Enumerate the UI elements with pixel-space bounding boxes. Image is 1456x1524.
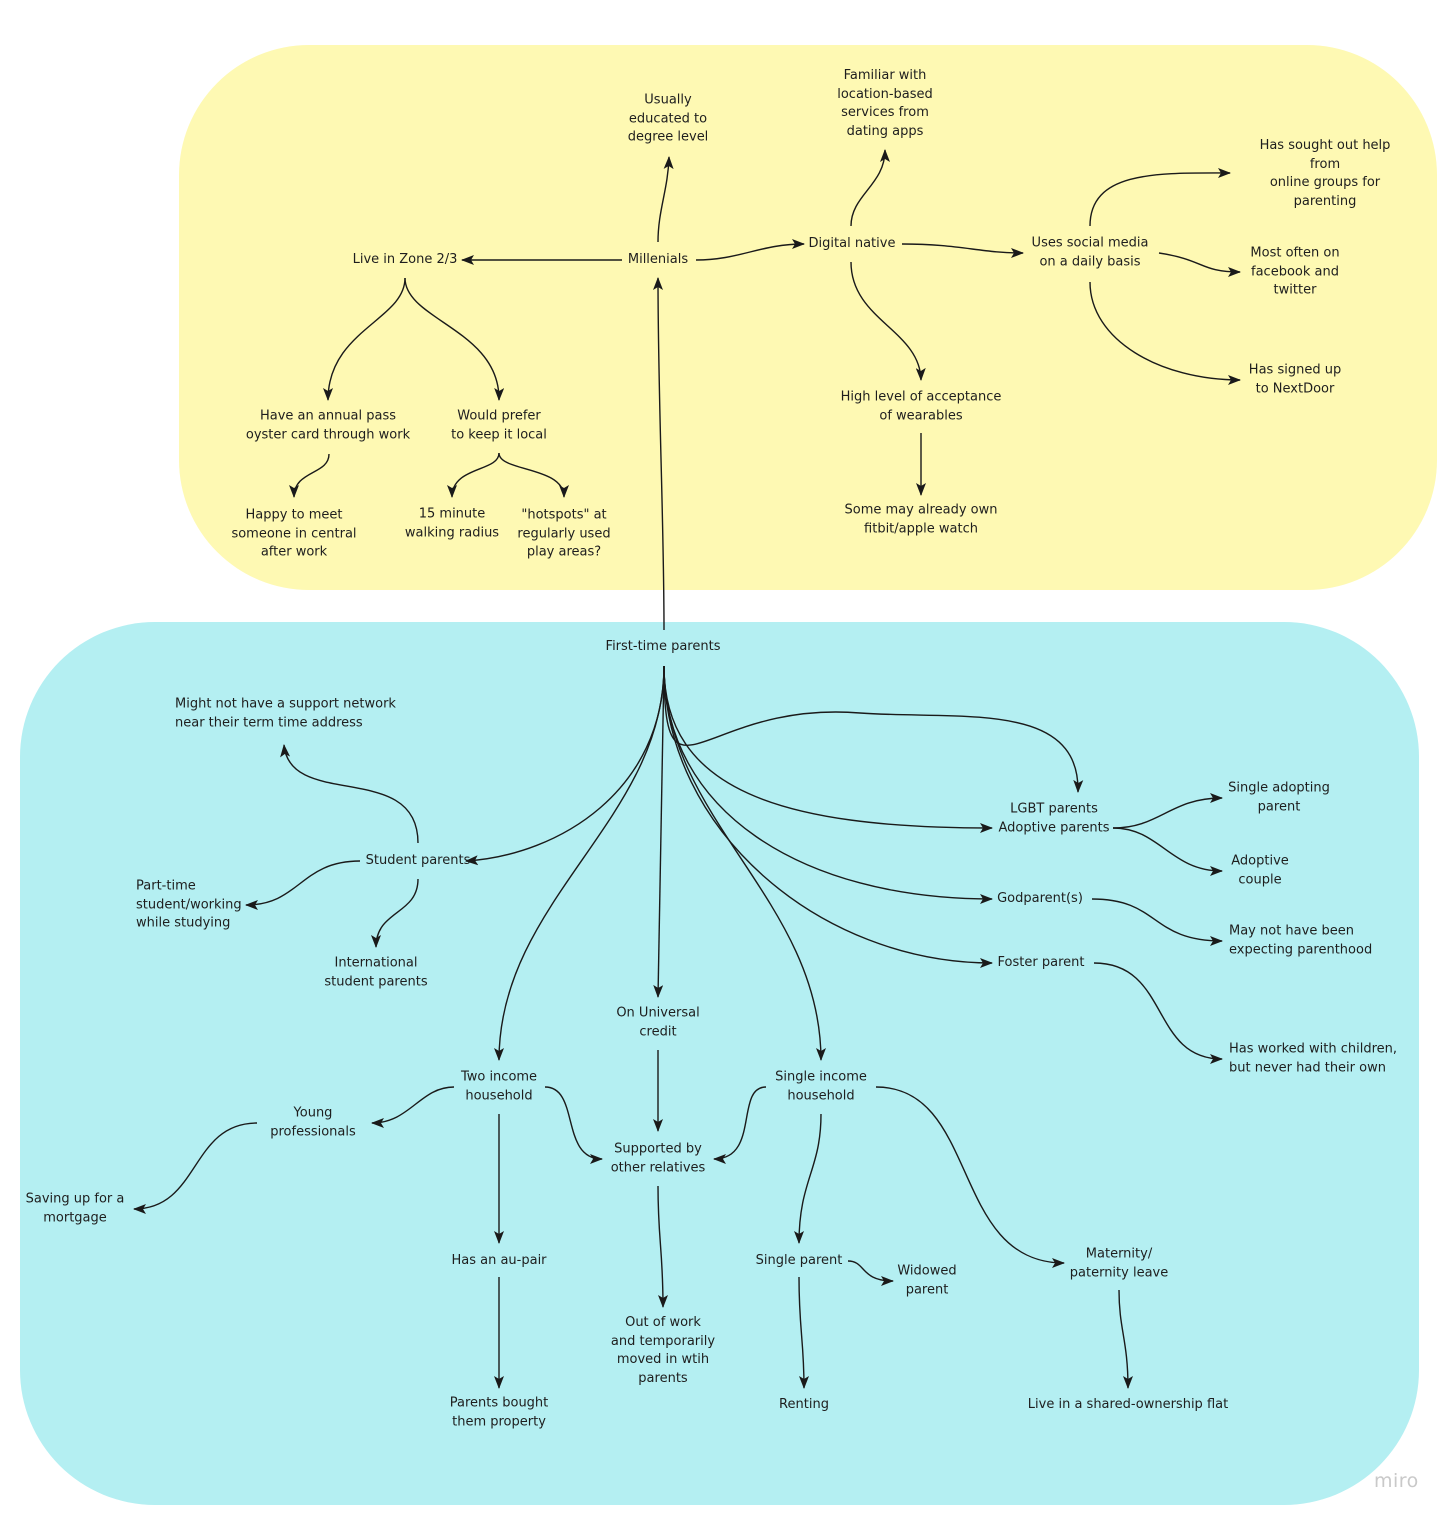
node-hotspots[interactable]: "hotspots" at regularly used play areas? [517,507,611,560]
node-live-zone[interactable]: Live in Zone 2/3 [352,251,458,267]
edge-foster-to-worked-children [1093,962,1223,1064]
node-wearables[interactable]: High level of acceptance of wearables [840,389,1002,424]
node-not-expecting[interactable]: May not have been expecting parenthood [1229,923,1373,958]
edge-millenials-to-digital-native [695,239,805,261]
node-oyster[interactable]: Have an annual pass oyster card through … [245,408,411,443]
node-social-media[interactable]: Uses social media on a daily basis [1031,235,1149,270]
node-single-adopting[interactable]: Single adopting parent [1228,780,1330,815]
edge-godparents-to-not-expecting [1091,898,1223,946]
edge-student-parents-to-international [371,878,419,948]
edge-first-time-parents-to-universal-credit [653,665,665,998]
edge-first-time-parents-to-godparents [663,665,993,904]
node-international[interactable]: International student parents [324,955,428,990]
node-student-parents[interactable]: Student parents [365,852,471,868]
node-out-of-work[interactable]: Out of work and temporarily moved in wti… [610,1315,716,1386]
edge-supported-to-out-of-work [657,1185,668,1308]
miro-watermark: miro [1374,1470,1419,1492]
edge-single-parent-to-widowed [847,1260,894,1286]
node-part-time[interactable]: Part-time student/working while studying [136,878,242,931]
edge-single-income-to-maternity [875,1086,1065,1268]
edge-first-time-parents-to-lgbt [663,665,1084,793]
edge-maternity-to-shared-ownership [1118,1289,1133,1389]
edge-student-parents-to-support-network [280,744,419,844]
node-young-professionals[interactable]: Young professionals [270,1105,356,1140]
node-fitbit[interactable]: Some may already own fitbit/apple watch [844,502,998,537]
node-millenials[interactable]: Millenials [627,251,689,267]
edge-first-time-parents-to-student-parents [465,665,665,866]
node-mortgage[interactable]: Saving up for a mortgage [25,1191,125,1226]
edge-first-time-parents-to-adoptive [663,665,993,833]
node-walking-radius[interactable]: 15 minute walking radius [404,506,500,541]
millenials-zone [179,45,1437,590]
node-godparents[interactable]: Godparent(s) [997,890,1083,906]
node-familiar-location[interactable]: Familiar with location-based services fr… [837,68,933,139]
node-sought-help[interactable]: Has sought out help from online groups f… [1259,138,1391,209]
edge-oyster-to-meet-central [289,453,330,498]
edge-single-income-to-single-parent [794,1113,822,1244]
node-nextdoor[interactable]: Has signed up to NextDoor [1248,362,1342,397]
edge-social-media-to-facebook [1158,252,1241,277]
node-digital-native[interactable]: Digital native [808,235,896,251]
edge-keep-local-to-walking-radius [447,452,500,498]
edge-live-zone-to-oyster [323,277,406,401]
edge-first-time-parents-to-single-income [663,665,826,1061]
edge-adoptive-to-adoptive-couple [1112,827,1223,876]
node-foster[interactable]: Foster parent [997,954,1085,970]
edge-first-time-parents-to-foster [663,665,993,968]
node-single-parent[interactable]: Single parent [755,1252,843,1268]
node-support-network[interactable]: Might not have a support network near th… [175,696,396,731]
edge-single-parent-to-renting [798,1276,809,1389]
node-widowed[interactable]: Widowed parent [897,1263,957,1298]
edge-millenials-to-educated [657,156,674,243]
node-meet-central[interactable]: Happy to meet someone in central after w… [231,507,357,560]
node-renting[interactable]: Renting [779,1396,829,1412]
edge-digital-native-to-social-media [901,243,1024,258]
edge-single-income-to-supported [713,1086,767,1164]
edge-adoptive-to-single-adopting [1112,793,1223,829]
node-property[interactable]: Parents bought them property [449,1395,549,1430]
edge-social-media-to-sought-help [1089,167,1231,227]
edge-live-zone-to-keep-local [404,277,505,401]
node-lgbt-adoptive[interactable]: LGBT parents Adoptive parents [998,801,1110,836]
node-worked-children[interactable]: Has worked with children, but never had … [1229,1041,1398,1076]
edge-two-income-to-supported [544,1086,603,1164]
edge-first-time-parents-to-two-income [494,665,665,1061]
first-time-parents-zone [20,622,1419,1505]
node-facebook-twitter[interactable]: Most often on facebook and twitter [1250,245,1340,298]
node-two-income[interactable]: Two income household [460,1069,538,1104]
node-au-pair[interactable]: Has an au-pair [451,1252,547,1268]
edge-keep-local-to-hotspots [498,452,569,498]
edge-digital-native-to-familiar [850,149,890,227]
edge-two-income-to-young-professionals [371,1086,455,1128]
node-shared-ownership[interactable]: Live in a shared-ownership flat [1027,1396,1229,1412]
edge-first-time-parents-to-millenials [653,277,665,631]
node-universal-credit[interactable]: On Universal credit [616,1005,700,1040]
edge-social-media-to-nextdoor [1089,281,1241,385]
edge-digital-native-to-wearables [850,261,926,381]
node-keep-local[interactable]: Would prefer to keep it local [451,408,547,443]
node-educated[interactable]: Usually educated to degree level [627,92,709,145]
node-single-income[interactable]: Single income household [775,1069,867,1104]
node-first-time-parents[interactable]: First-time parents [605,638,721,654]
node-maternity[interactable]: Maternity/ paternity leave [1069,1246,1169,1281]
edge-student-parents-to-part-time [245,860,361,910]
node-adoptive-couple[interactable]: Adoptive couple [1231,853,1289,888]
edge-young-professionals-to-mortgage [133,1122,258,1214]
node-supported-relatives[interactable]: Supported by other relatives [610,1141,706,1176]
